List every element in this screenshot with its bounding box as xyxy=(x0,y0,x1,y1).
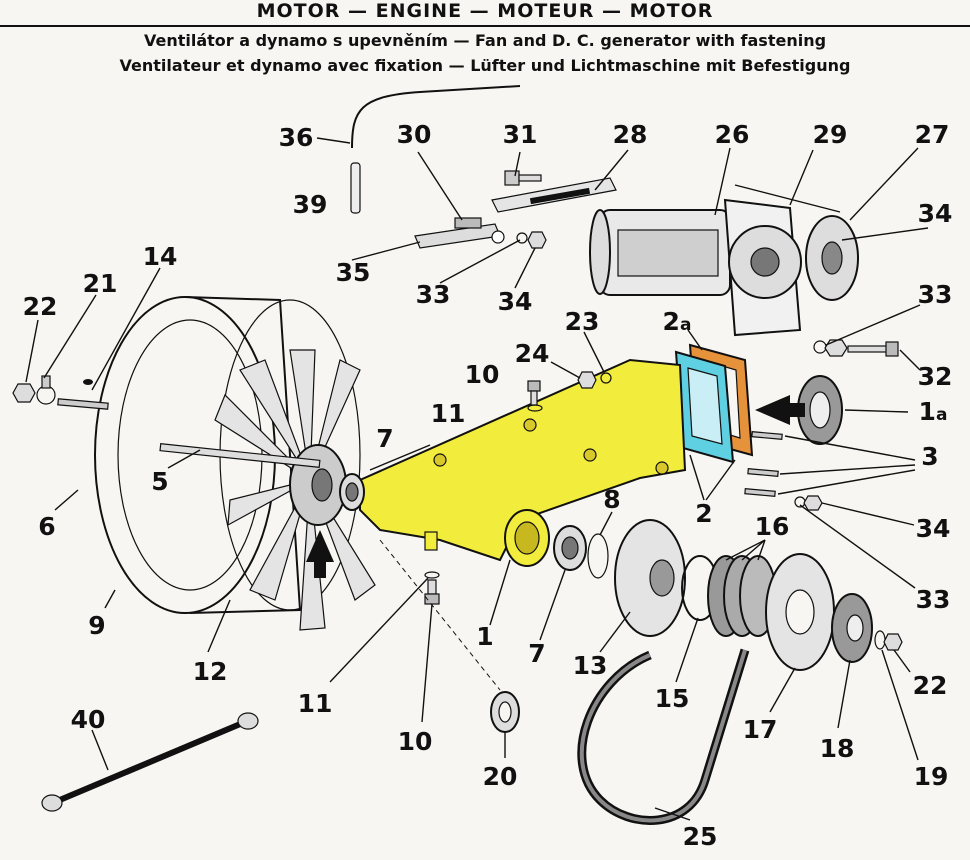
part-7-bearing-front xyxy=(339,473,365,511)
label-10-bottom: 10 xyxy=(398,727,433,756)
part-40-stay-rod xyxy=(41,712,259,812)
label-6: 6 xyxy=(38,512,55,541)
assembly-dashed-line xyxy=(379,539,501,691)
label-27: 27 xyxy=(915,120,950,149)
part-39-pin xyxy=(350,162,361,214)
part-33-washer-top xyxy=(516,232,528,244)
callout-labels: 36 39 30 31 28 26 29 27 34 35 33 34 14 2… xyxy=(23,120,953,851)
label-28: 28 xyxy=(613,120,648,149)
part-28-adjusting-strap xyxy=(491,177,617,213)
part-19-washer xyxy=(874,630,886,650)
label-32: 32 xyxy=(918,362,953,391)
part-18-cover-cup xyxy=(831,593,873,663)
insert-arrow-up xyxy=(306,530,334,578)
part-33-washer-right xyxy=(813,340,827,354)
label-1: 1 xyxy=(476,622,493,651)
part-1a-filter-disc xyxy=(797,375,843,445)
part-14-stud xyxy=(57,398,109,410)
label-16: 16 xyxy=(755,512,790,541)
label-33-lower-right: 33 xyxy=(916,585,951,614)
part-27-dynamo-pulley xyxy=(805,215,859,301)
label-39: 39 xyxy=(293,190,328,219)
part-8-circlip xyxy=(587,533,609,579)
page-title: MOTOR — ENGINE — MOTEUR — MOTOR xyxy=(256,0,714,22)
part-2-gasket xyxy=(674,350,735,464)
label-24: 24 xyxy=(515,339,550,368)
label-31: 31 xyxy=(503,120,538,149)
part-35-bracket xyxy=(414,217,505,249)
label-3: 3 xyxy=(921,442,938,471)
label-5: 5 xyxy=(151,467,168,496)
label-18: 18 xyxy=(820,734,855,763)
label-34-upper: 34 xyxy=(498,287,533,316)
label-33-right: 33 xyxy=(918,280,953,309)
label-12: 12 xyxy=(193,657,228,686)
part-11-washer-top xyxy=(527,404,543,412)
label-19: 19 xyxy=(914,762,949,791)
label-7-left: 7 xyxy=(376,424,393,453)
label-33-upper: 33 xyxy=(416,280,451,309)
diagram-header: MOTOR — ENGINE — MOTEUR — MOTOR Ventilát… xyxy=(0,0,970,84)
part-21-tab-washer xyxy=(36,375,56,405)
part-32-bolt xyxy=(847,341,899,357)
label-15: 15 xyxy=(655,684,690,713)
label-10-top: 10 xyxy=(465,360,500,389)
part-34-nut-right xyxy=(824,339,848,357)
label-9: 9 xyxy=(88,611,105,640)
part-13-pulley-half xyxy=(614,519,686,637)
label-36: 36 xyxy=(279,123,314,152)
label-7-lower: 7 xyxy=(528,639,545,668)
part-3-studs xyxy=(744,431,783,497)
part-24-nut xyxy=(577,371,597,389)
part-36-hose xyxy=(351,85,521,149)
label-34-right-lower: 34 xyxy=(916,514,951,543)
part-5-fan-shaft xyxy=(159,442,321,468)
part-14-key xyxy=(83,379,93,385)
label-34-top-right: 34 xyxy=(918,199,953,228)
label-22-right: 22 xyxy=(913,671,948,700)
part-7-bearing-rear xyxy=(553,525,587,571)
part-22-nut-left xyxy=(12,383,36,403)
part-11-washer-bottom xyxy=(424,571,440,579)
label-22-left: 22 xyxy=(23,292,58,321)
part-34-nut-lower xyxy=(803,495,823,511)
label-30: 30 xyxy=(397,120,432,149)
label-8: 8 xyxy=(603,485,620,514)
part-34-nut-top xyxy=(527,231,547,249)
insert-arrow-right xyxy=(755,395,805,425)
label-13: 13 xyxy=(573,651,608,680)
label-1a: 1a xyxy=(919,397,948,426)
part-10-bolt-bottom xyxy=(424,579,440,605)
part-20-spacer xyxy=(490,691,520,733)
label-17: 17 xyxy=(743,715,778,744)
subtitle-french-german: Ventilateur et dynamo avec fixation — Lü… xyxy=(119,56,851,75)
label-26: 26 xyxy=(715,120,750,149)
label-11-bottom: 11 xyxy=(298,689,333,718)
part-10-bolt-top xyxy=(527,380,541,406)
label-21: 21 xyxy=(83,269,118,298)
leader-lines xyxy=(25,137,929,821)
part-26-dc-generator xyxy=(589,198,802,337)
label-20: 20 xyxy=(483,762,518,791)
part-22-nut-right xyxy=(883,633,903,651)
label-23: 23 xyxy=(565,307,600,336)
label-40: 40 xyxy=(71,705,106,734)
part-17-pulley-half xyxy=(765,553,835,671)
part-29-belt xyxy=(734,184,841,213)
label-2a: 2a xyxy=(663,307,692,336)
part-1-fan-bracket xyxy=(359,358,687,567)
label-35: 35 xyxy=(336,258,371,287)
label-2: 2 xyxy=(695,499,712,528)
subtitle-czech-english: Ventilátor a dynamo s upevněním — Fan an… xyxy=(143,31,827,50)
label-29: 29 xyxy=(813,120,848,149)
title-rule xyxy=(0,25,970,27)
part-23-washer xyxy=(600,372,612,384)
part-31-bolt xyxy=(504,170,542,186)
label-25: 25 xyxy=(683,822,718,851)
v-belt-highlight xyxy=(579,649,747,823)
label-14: 14 xyxy=(143,242,178,271)
label-11-top: 11 xyxy=(431,399,466,428)
